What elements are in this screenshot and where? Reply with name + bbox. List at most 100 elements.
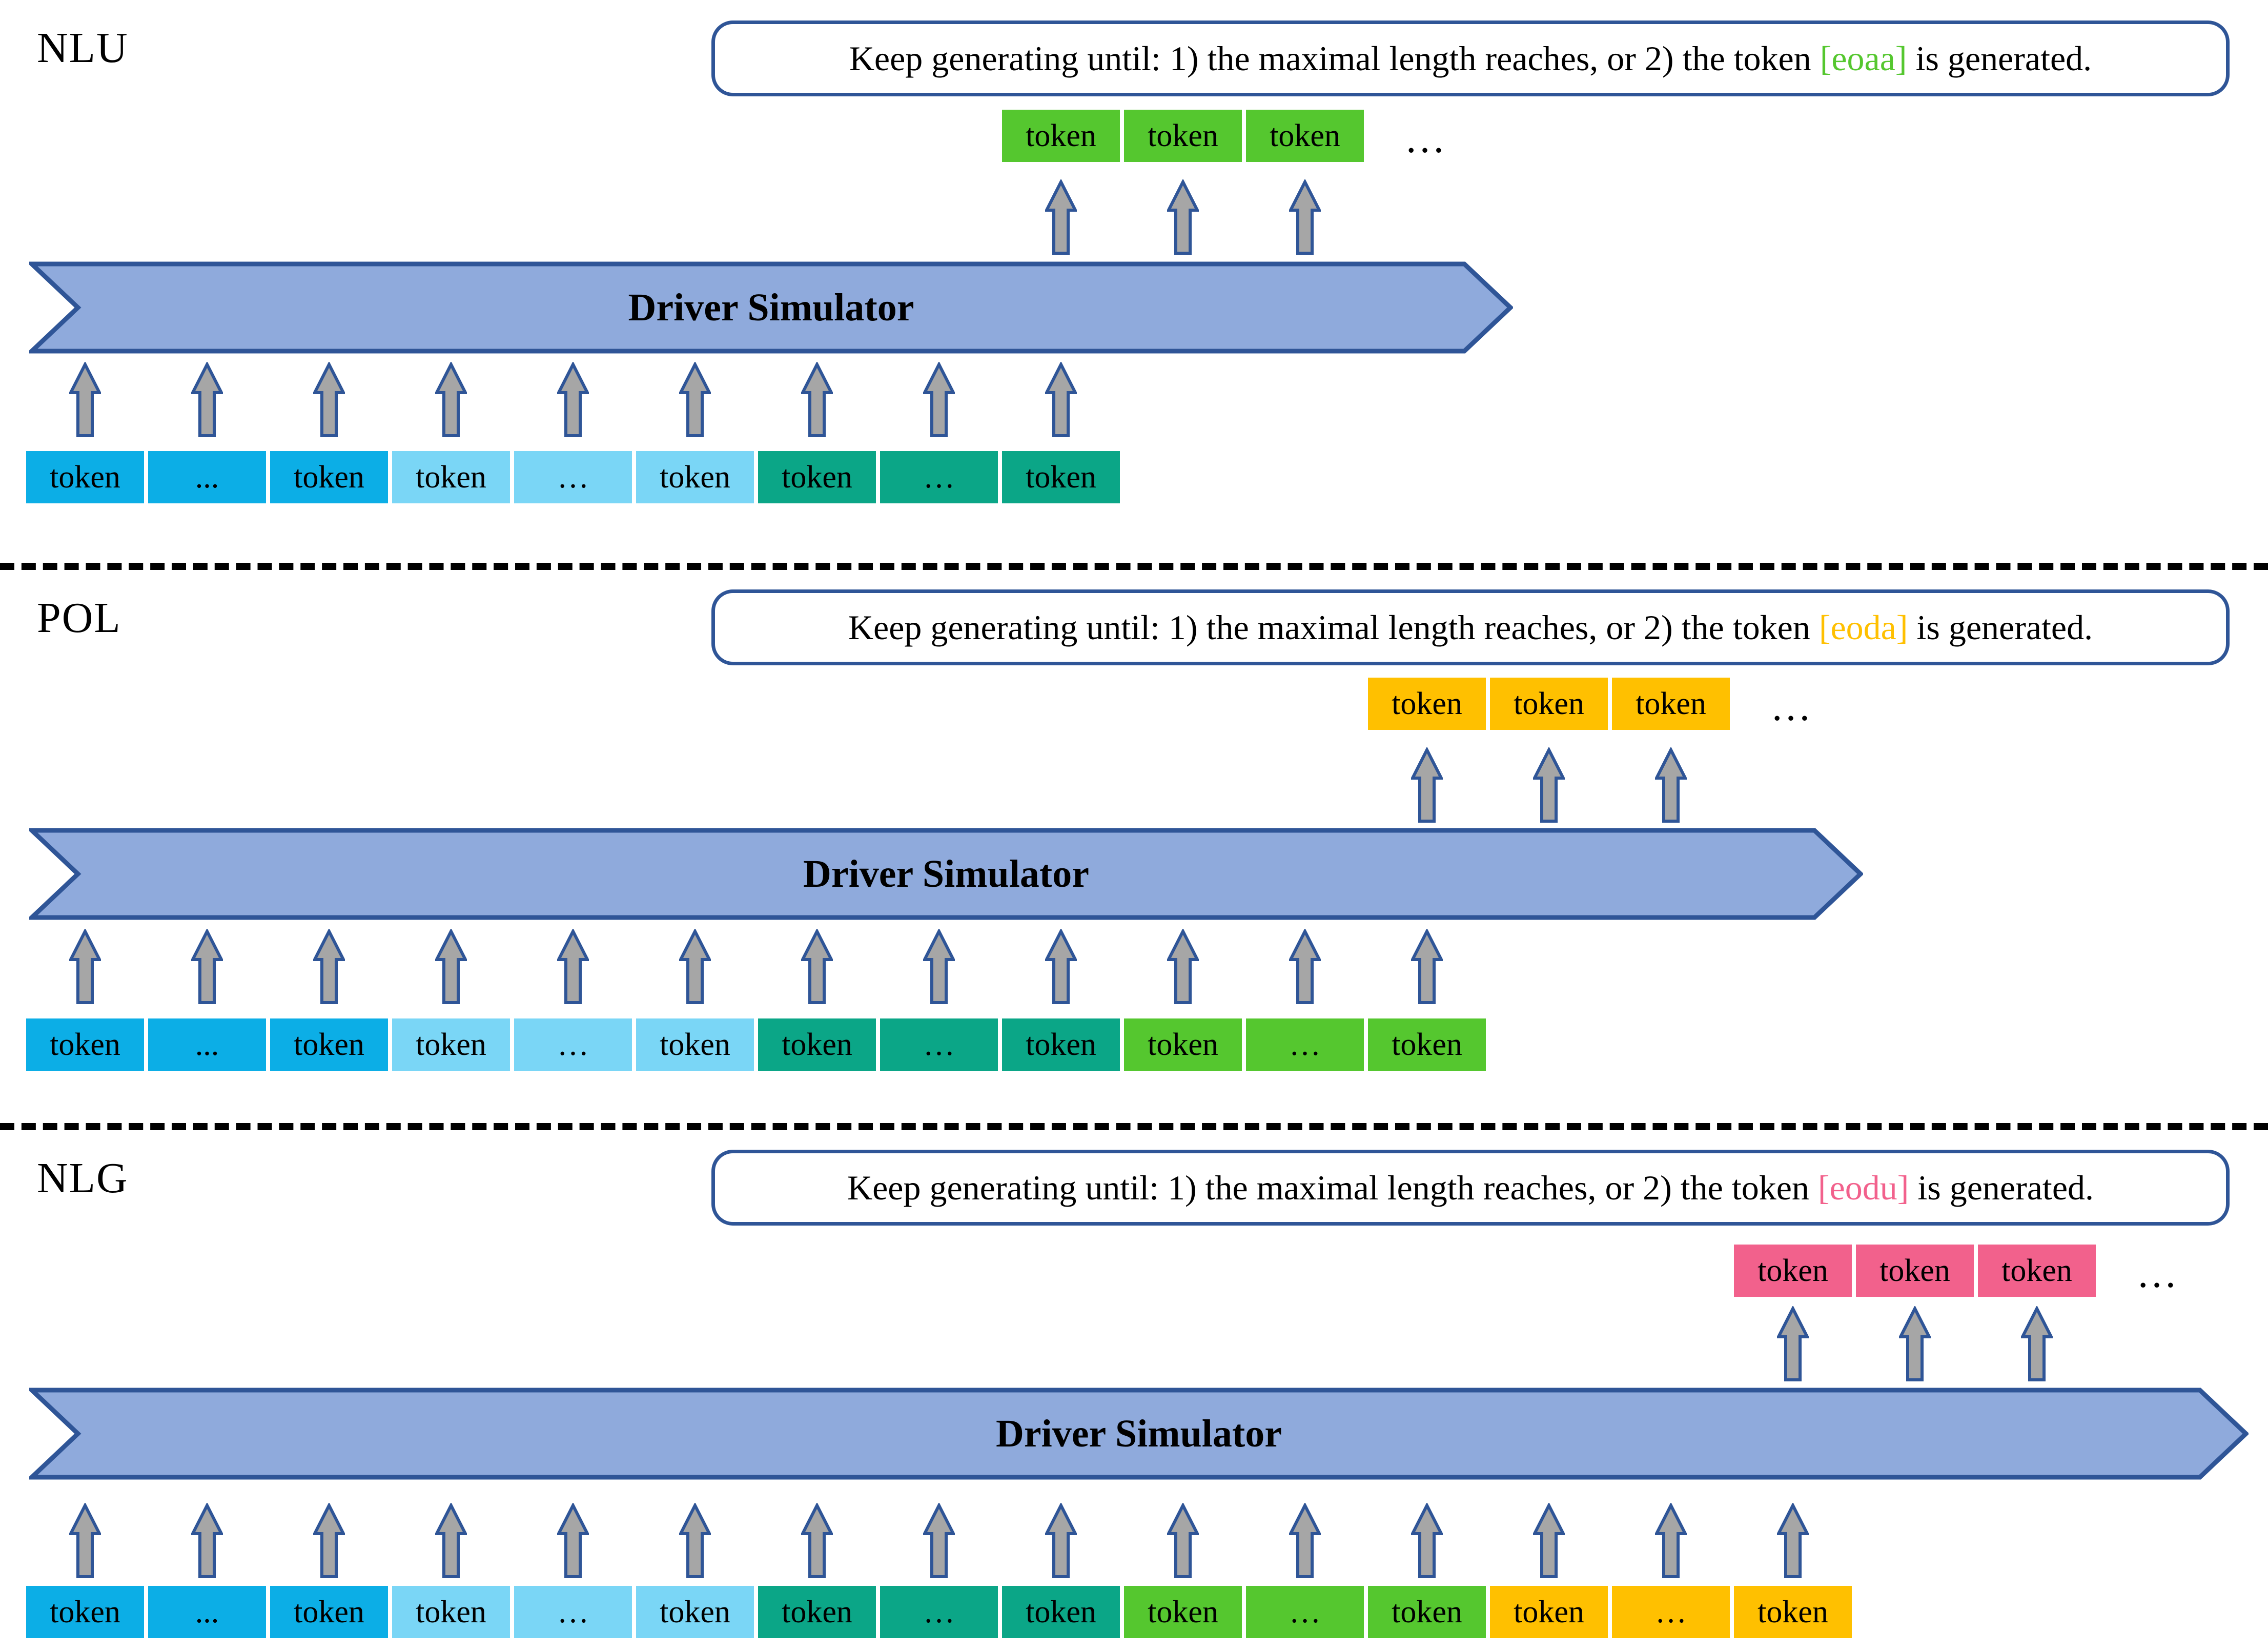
instruction-prefix: Keep generating until: 1) the maximal le…	[847, 1168, 1818, 1207]
up-arrow	[880, 1503, 998, 1579]
driver-simulator-banner-nlu: Driver Simulator	[29, 261, 1513, 354]
up-arrow-icon	[1899, 1306, 1931, 1381]
token-cell: token	[26, 451, 144, 503]
up-arrow-icon	[1045, 1503, 1077, 1578]
up-arrow	[1734, 1503, 1852, 1579]
up-arrow	[1002, 179, 1120, 255]
banner-arrow-shape	[29, 261, 1513, 354]
input-arrow-row-pol	[26, 929, 1486, 1005]
up-arrow	[270, 362, 388, 438]
up-arrow-icon	[1533, 747, 1565, 823]
up-arrow-icon	[1411, 1503, 1443, 1578]
token-cell: …	[1612, 1586, 1730, 1638]
up-arrow	[392, 1503, 510, 1579]
up-arrow	[392, 929, 510, 1005]
input-arrow-row-nlg	[26, 1503, 1852, 1579]
token-cell: token	[1490, 1586, 1608, 1638]
token-cell: token	[636, 1018, 754, 1071]
up-arrow-icon	[1289, 1503, 1321, 1578]
up-arrow	[514, 929, 632, 1005]
token-cell: token	[758, 451, 876, 503]
token-cell: token	[1124, 1018, 1242, 1071]
instruction-text: Keep generating until: 1) the maximal le…	[849, 38, 2092, 79]
instruction-text: Keep generating until: 1) the maximal le…	[848, 607, 2093, 648]
output-arrow-row-pol	[1368, 747, 1730, 823]
up-arrow-icon	[1045, 179, 1077, 255]
up-arrow	[1124, 929, 1242, 1005]
up-arrow-icon	[679, 1503, 711, 1578]
ellipsis: …	[1404, 116, 1449, 161]
up-arrow-icon	[557, 1503, 589, 1578]
up-arrow	[1490, 1503, 1608, 1579]
section-label-pol: POL	[37, 594, 121, 642]
up-arrow-icon	[1167, 1503, 1199, 1578]
up-arrow	[26, 1503, 144, 1579]
up-arrow	[1246, 1503, 1364, 1579]
up-arrow	[148, 362, 266, 438]
output-arrow-row-nlg	[1734, 1306, 2096, 1382]
up-arrow	[1246, 929, 1364, 1005]
up-arrow-icon	[923, 1503, 955, 1578]
up-arrow	[26, 362, 144, 438]
up-arrow-icon	[191, 1503, 223, 1578]
token-cell: …	[880, 1586, 998, 1638]
up-arrow-icon	[801, 929, 833, 1004]
token-cell: token	[26, 1018, 144, 1071]
up-arrow-icon	[1289, 179, 1321, 255]
token-cell: …	[1246, 1018, 1364, 1071]
instruction-prefix: Keep generating until: 1) the maximal le…	[849, 38, 1820, 78]
token-cell: …	[1246, 1586, 1364, 1638]
up-arrow-icon	[191, 362, 223, 437]
up-arrow-icon	[923, 929, 955, 1004]
instruction-box-nlg: Keep generating until: 1) the maximal le…	[711, 1150, 2230, 1226]
up-arrow-icon	[801, 362, 833, 437]
token-cell: token	[1002, 1018, 1120, 1071]
up-arrow	[270, 1503, 388, 1579]
up-arrow	[880, 929, 998, 1005]
up-arrow	[636, 929, 754, 1005]
eos-token-eodu: [eodu]	[1817, 1168, 1909, 1207]
up-arrow	[758, 929, 876, 1005]
up-arrow-icon	[69, 362, 101, 437]
token-cell: token	[1734, 1586, 1852, 1638]
instruction-suffix: is generated.	[1907, 38, 2092, 78]
up-arrow-icon	[1777, 1503, 1809, 1578]
up-arrow-icon	[435, 362, 467, 437]
token-cell: token	[1002, 110, 1120, 162]
token-cell: token	[1978, 1245, 2096, 1297]
up-arrow-icon	[1289, 929, 1321, 1004]
up-arrow	[1246, 179, 1364, 255]
up-arrow	[636, 1503, 754, 1579]
token-cell: token	[758, 1586, 876, 1638]
up-arrow	[1368, 747, 1486, 823]
up-arrow-icon	[1167, 929, 1199, 1004]
up-arrow	[148, 1503, 266, 1579]
banner-arrow-shape	[29, 828, 1863, 920]
up-arrow-icon	[191, 929, 223, 1004]
token-cell: …	[514, 1586, 632, 1638]
banner-arrow-shape	[29, 1388, 2249, 1480]
token-cell: …	[880, 451, 998, 503]
up-arrow	[1612, 1503, 1730, 1579]
instruction-box-nlu: Keep generating until: 1) the maximal le…	[711, 21, 2230, 96]
up-arrow-icon	[679, 929, 711, 1004]
up-arrow-icon	[1533, 1503, 1565, 1578]
up-arrow	[1612, 747, 1730, 823]
up-arrow	[1368, 1503, 1486, 1579]
up-arrow-icon	[1777, 1306, 1809, 1381]
up-arrow-icon	[679, 362, 711, 437]
up-arrow-icon	[1411, 929, 1443, 1004]
token-cell: token	[392, 451, 510, 503]
instruction-box-pol: Keep generating until: 1) the maximal le…	[711, 589, 2230, 665]
token-cell: token	[1368, 1018, 1486, 1071]
token-cell: token	[1856, 1245, 1974, 1297]
up-arrow	[392, 362, 510, 438]
up-arrow	[514, 362, 632, 438]
section-label-nlu: NLU	[37, 24, 129, 72]
instruction-text: Keep generating until: 1) the maximal le…	[847, 1168, 2094, 1208]
driver-simulator-banner-pol: Driver Simulator	[29, 828, 1863, 920]
token-cell: token	[1368, 1586, 1486, 1638]
